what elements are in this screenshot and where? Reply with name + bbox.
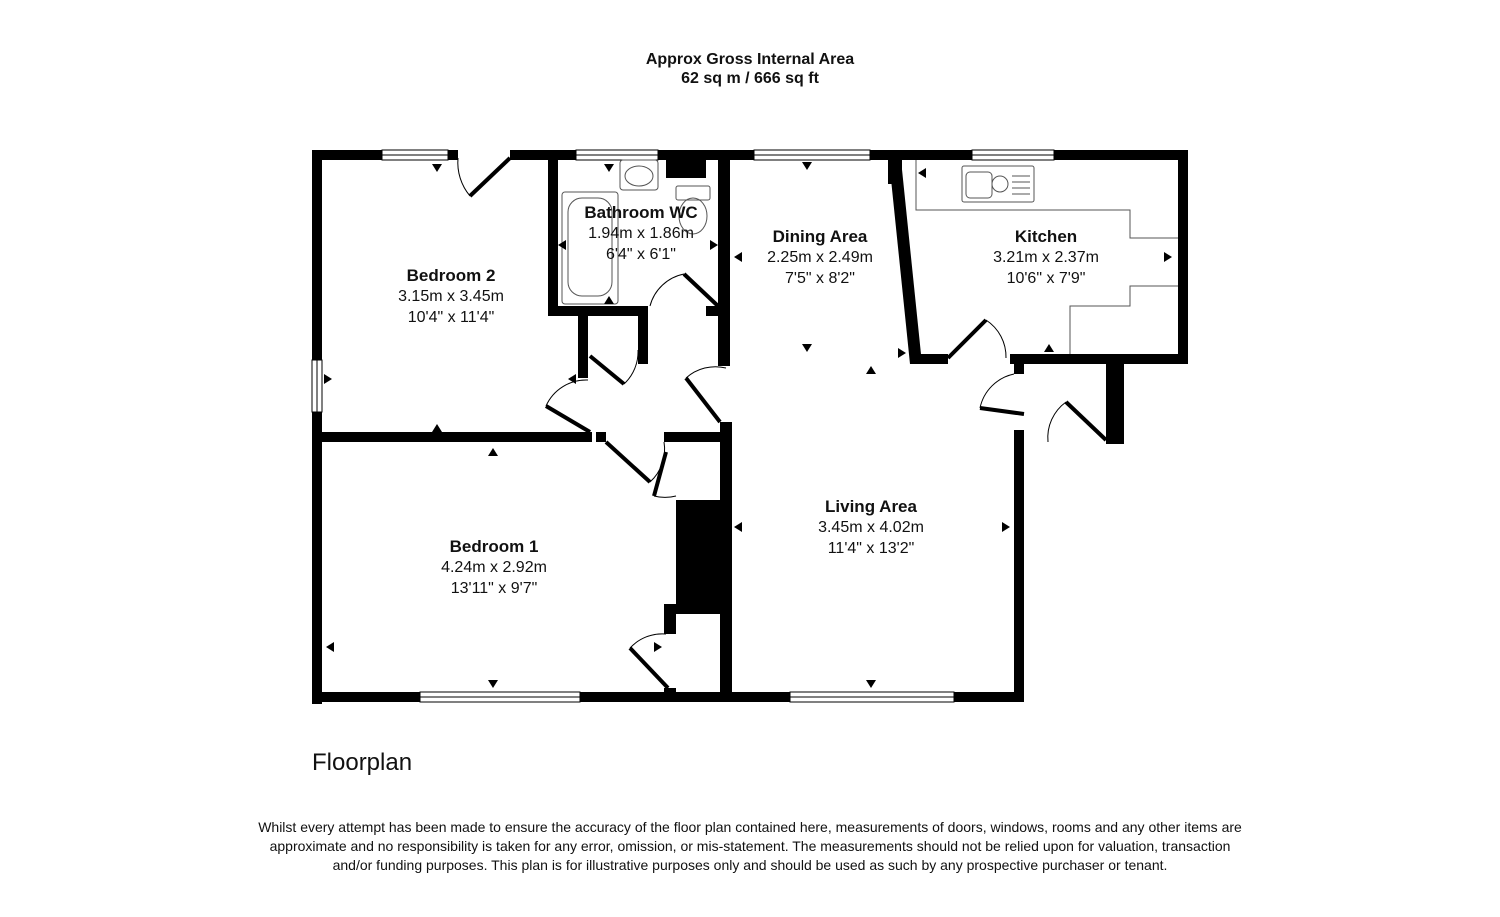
room-name: Bathroom WC: [584, 203, 698, 222]
room-imperial: 7'5" x 8'2": [785, 270, 855, 287]
room-metric: 3.15m x 3.45m: [398, 288, 504, 305]
room-imperial: 13'11" x 9'7": [450, 580, 538, 597]
room-metric: 4.24m x 2.92m: [441, 559, 547, 576]
area-title: Approx Gross Internal Area: [645, 51, 855, 68]
doors: [457, 156, 1108, 690]
fixtures: [561, 159, 1178, 354]
room-metric: 3.21m x 2.37m: [993, 249, 1099, 266]
room-metric: 2.25m x 2.49m: [767, 249, 873, 266]
floorplan-caption: Floorplan: [312, 749, 413, 776]
room-imperial: 10'6" x 7'9": [1006, 270, 1086, 287]
room-name: Bedroom 2: [406, 266, 496, 285]
room-bedroom-2: Bedroom 2 3.15m x 3.45m 10'4" x 11'4": [398, 265, 504, 328]
room-bathroom-wc: Bathroom WC 1.94m x 1.86m 6'4" x 6'1": [584, 202, 697, 265]
windows: [311, 149, 1055, 703]
room-imperial: 6'4" x 6'1": [606, 246, 676, 263]
measure-arrows: [324, 162, 1172, 688]
disclaimer-text: Whilst every attempt has been made to en…: [258, 819, 1242, 873]
room-name: Living Area: [825, 497, 917, 516]
room-name: Bedroom 1: [449, 537, 539, 556]
room-metric: 3.45m x 4.02m: [818, 519, 924, 536]
room-kitchen: Kitchen 3.21m x 2.37m 10'6" x 7'9": [993, 226, 1099, 289]
interior-walls: [312, 150, 922, 702]
room-name: Dining Area: [772, 227, 868, 246]
room-dining-area: Dining Area 2.25m x 2.49m 7'5" x 8'2": [767, 226, 873, 289]
area-header: Approx Gross Internal Area 62 sq m / 666…: [0, 50, 1500, 88]
room-bedroom-1: Bedroom 1 4.24m x 2.92m 13'11" x 9'7": [441, 536, 547, 599]
room-metric: 1.94m x 1.86m: [588, 225, 694, 242]
room-imperial: 10'4" x 11'4": [407, 309, 495, 326]
room-living-area: Living Area 3.45m x 4.02m 11'4" x 13'2": [818, 496, 924, 559]
room-name: Kitchen: [1014, 227, 1078, 246]
room-imperial: 11'4" x 13'2": [827, 540, 915, 557]
area-value: 62 sq m / 666 sq ft: [681, 70, 819, 87]
